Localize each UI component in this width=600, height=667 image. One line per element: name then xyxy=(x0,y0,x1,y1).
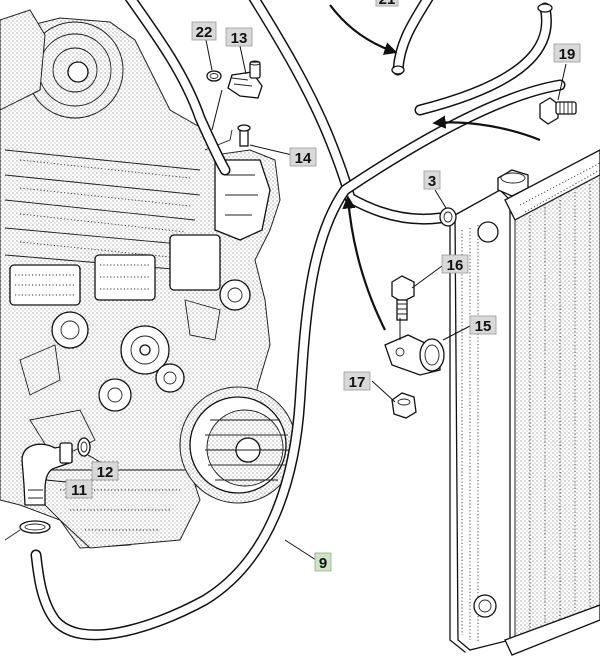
radiator-drawing xyxy=(449,149,600,656)
callout-21: 21 xyxy=(375,0,399,8)
callout-13: 13 xyxy=(225,27,253,47)
callout-label-14: 14 xyxy=(295,150,312,167)
bolt-19 xyxy=(539,97,577,125)
callout-label-11: 11 xyxy=(71,482,87,499)
callout-label-9: 9 xyxy=(319,555,327,572)
callout-12: 12 xyxy=(91,461,119,481)
callout-19: 19 xyxy=(553,43,581,63)
callout-label-21: 21 xyxy=(379,0,396,8)
callouts: 22 13 21 19 14 3 16 15 xyxy=(65,0,581,572)
clamp-ring-3 xyxy=(439,207,457,227)
p-clip-15 xyxy=(384,334,445,376)
callout-15: 15 xyxy=(469,315,497,335)
fittings xyxy=(4,60,577,541)
callout-11: 11 xyxy=(65,479,93,499)
callout-label-15: 15 xyxy=(475,318,492,335)
elbow-fitting-11 xyxy=(21,442,73,506)
o-ring-12 xyxy=(77,437,91,457)
callout-16: 16 xyxy=(441,254,469,274)
callout-3: 3 xyxy=(423,170,441,190)
callout-label-17: 17 xyxy=(349,374,366,391)
callout-17: 17 xyxy=(343,371,371,391)
callout-14: 14 xyxy=(289,147,317,167)
callout-22: 22 xyxy=(191,21,217,41)
bolt-16 xyxy=(391,275,415,321)
callout-9: 9 xyxy=(314,552,332,572)
callout-label-12: 12 xyxy=(97,464,114,481)
o-ring-22 xyxy=(206,70,222,82)
leader-lines xyxy=(45,39,567,561)
callout-label-19: 19 xyxy=(559,46,576,63)
elbow-fitting-13 xyxy=(227,60,263,99)
bolt-14 xyxy=(237,124,251,147)
lower-clamp xyxy=(19,520,51,534)
callout-label-22: 22 xyxy=(196,24,213,41)
flow-arrows xyxy=(329,4,541,331)
callout-label-13: 13 xyxy=(231,30,248,47)
callout-label-16: 16 xyxy=(447,257,464,274)
hoses xyxy=(30,0,566,641)
nut-17 xyxy=(391,392,417,419)
callout-label-3: 3 xyxy=(428,173,436,190)
